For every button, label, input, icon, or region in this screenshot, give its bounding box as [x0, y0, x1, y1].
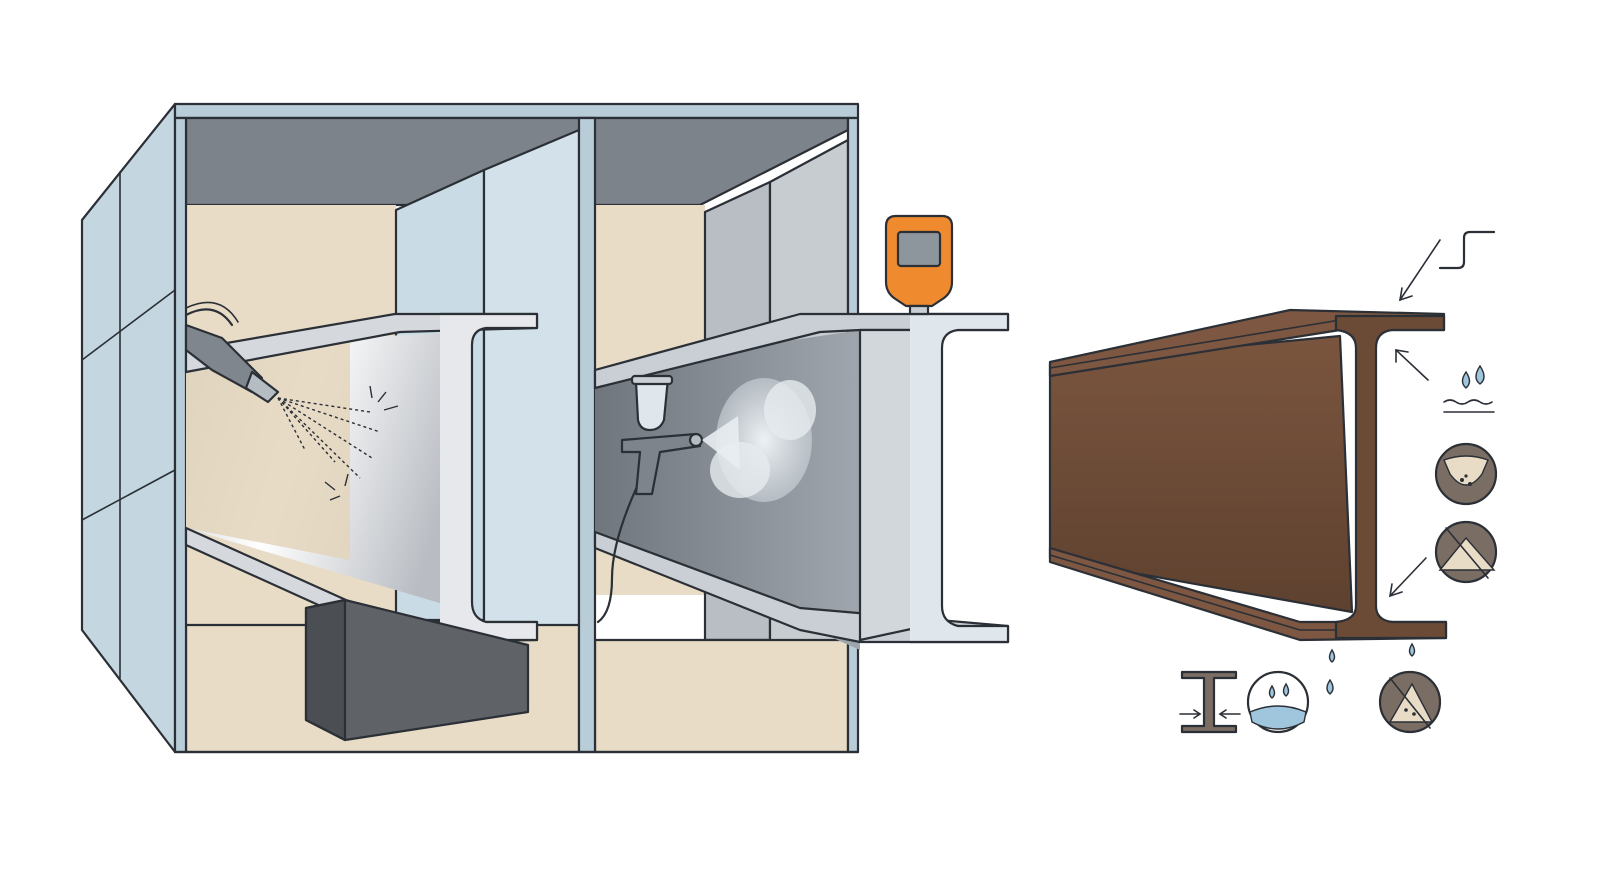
rusted-beam [1048, 308, 1448, 695]
corner-debris-icon [1434, 520, 1498, 584]
crevice-debris-icon [1434, 442, 1498, 506]
spray-gun-cup [634, 376, 670, 432]
thickness-gauge [884, 214, 954, 316]
water-drops-icon [1443, 364, 1495, 413]
blasted-beam-end-profile [438, 312, 539, 642]
blast-nozzle [184, 301, 399, 501]
primed-beam [593, 312, 1010, 650]
booth-panel-b [482, 128, 581, 642]
booth-center-post [577, 116, 597, 754]
primed-beam-end-profile [908, 312, 1010, 644]
blasted-beam [184, 312, 539, 742]
booth-top-frame [173, 102, 860, 120]
blast-sparks [324, 385, 399, 501]
water-drips [1326, 642, 1416, 695]
no-debris-icon [1378, 670, 1442, 734]
spray-gun [596, 374, 816, 624]
beam-compression-icon [1179, 670, 1241, 734]
defect-callouts [1179, 230, 1498, 734]
booth-left-post [173, 116, 188, 754]
rusted-beam-end-profile [1334, 314, 1448, 640]
profile-arrow-icon [1398, 230, 1496, 302]
booth-left-wall [80, 102, 177, 754]
blast-spray-lines [277, 397, 381, 479]
moisture-disc-icon [1246, 670, 1310, 734]
